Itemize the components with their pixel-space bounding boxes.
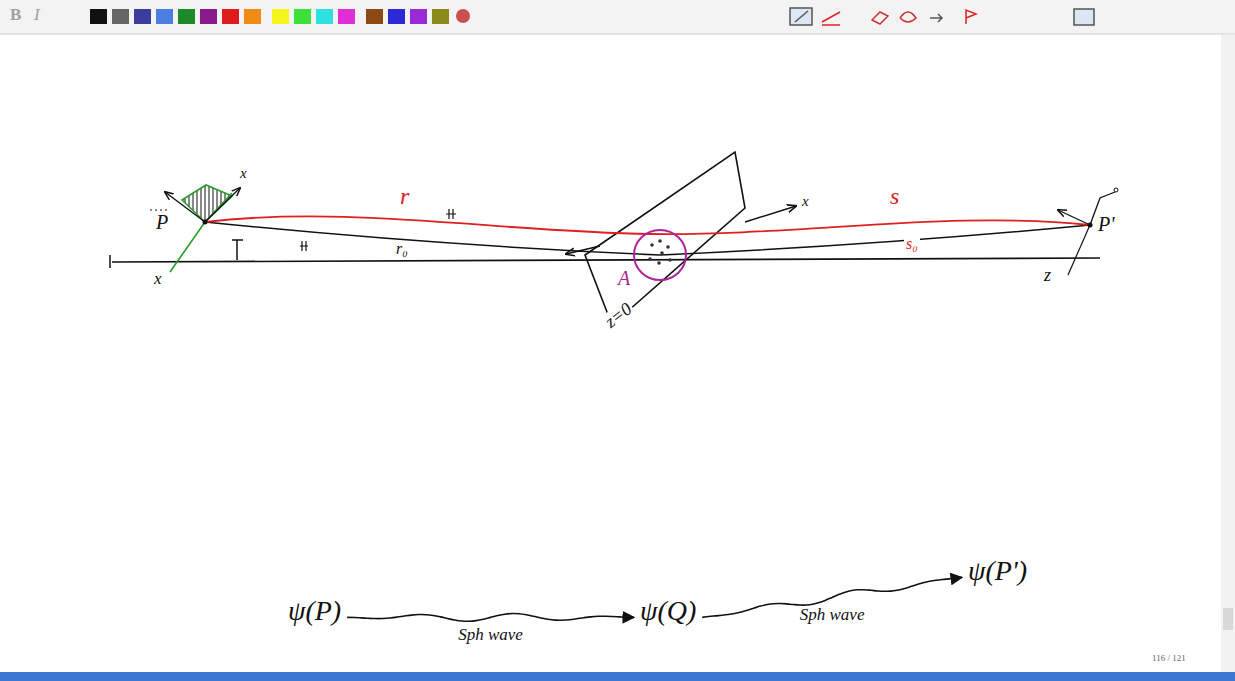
axis-tick: [109, 255, 111, 268]
math-label: r₀: [394, 241, 410, 258]
math-label: P': [1096, 214, 1117, 235]
wave-amplitude: ψ(P): [288, 596, 341, 627]
height-mark: [236, 240, 238, 260]
page-number: 116 / 121: [1150, 654, 1188, 663]
optical-axis: [112, 258, 1100, 262]
amplitude-label: ψ(P'): [968, 556, 1027, 587]
ray-r0-s0: [205, 222, 1090, 255]
scroll-thumb: [1223, 608, 1233, 630]
math-label: P: [154, 212, 170, 233]
observation-point: [1088, 223, 1093, 228]
math-label: x: [238, 166, 249, 182]
tool-icons: [790, 8, 1094, 25]
ray-marks: [446, 209, 456, 219]
math-label: z=0: [600, 298, 637, 333]
source-axis: [165, 192, 205, 222]
source-axis: [205, 188, 240, 222]
edge-label: Sph wave: [798, 606, 867, 625]
height-mark: [232, 239, 243, 241]
math-label: x: [152, 270, 164, 288]
image-axis: [1058, 210, 1090, 225]
dots: [150, 209, 170, 210]
color-swatches: [90, 9, 470, 24]
wave-amplitude: ψ(P'): [968, 556, 1027, 587]
edge-label: Sph wave: [456, 626, 525, 645]
aperture-plane: [585, 152, 745, 325]
toolbar: [0, 0, 1235, 34]
image-axis: [1114, 188, 1118, 192]
amplitude-label: ψ(Q): [640, 596, 696, 627]
toolbar-button: B: [8, 6, 23, 24]
math-label: r: [398, 184, 411, 209]
math-label: z: [1042, 266, 1053, 285]
wave-amplitude: ψ(Q): [640, 596, 696, 627]
math-label: s: [888, 184, 901, 209]
math-label: x: [800, 194, 811, 210]
ray-marks: [300, 241, 308, 251]
toolbar-edge: [0, 34, 1235, 35]
ray-r-s: [205, 216, 1090, 234]
status-bar: [0, 672, 1235, 681]
toolbar-button: I: [32, 6, 42, 24]
aperture-circle: A: [632, 227, 688, 283]
scrollbar: [1221, 35, 1235, 672]
spherical-wave-arrow: [347, 614, 634, 622]
source-point: [203, 220, 208, 225]
plane-axis: [745, 206, 796, 222]
image-axis: [1068, 225, 1090, 275]
region-label: A: [618, 267, 630, 289]
amplitude-label: ψ(P): [288, 596, 341, 627]
circle-outline: [632, 227, 688, 283]
math-label: s₀: [904, 236, 920, 253]
